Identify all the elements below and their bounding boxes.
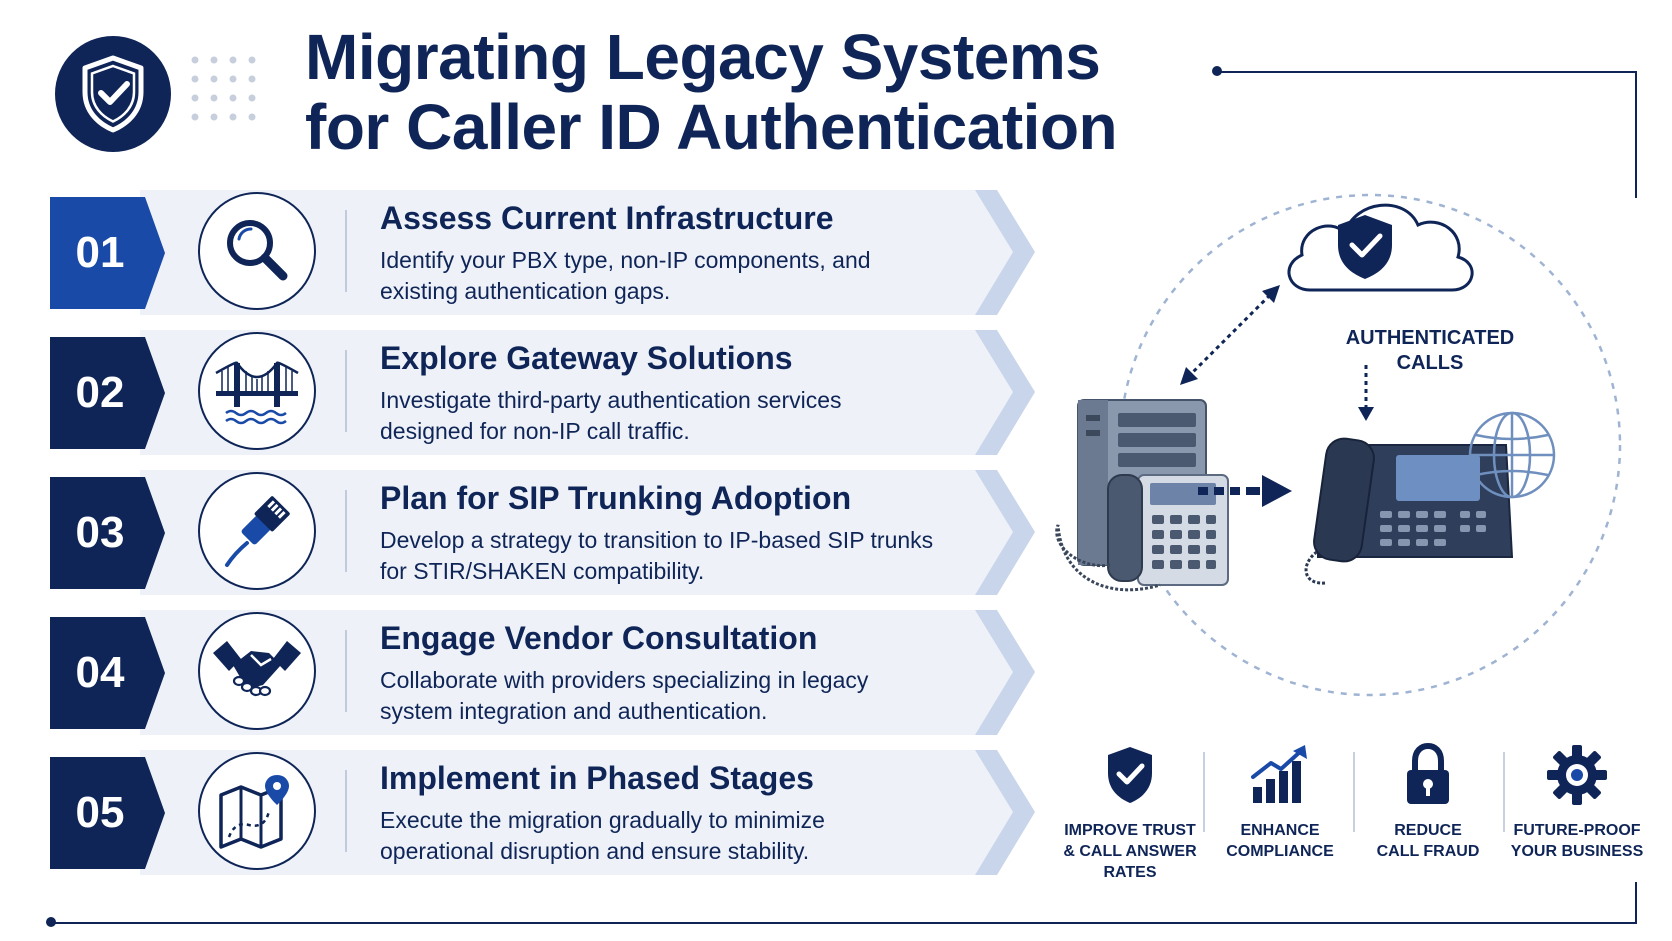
dot-grid-decoration bbox=[191, 56, 256, 121]
step-heading: Plan for SIP Trunking Adoption bbox=[380, 480, 852, 516]
gear-icon bbox=[1547, 745, 1607, 805]
sync-arrow-icon bbox=[1180, 285, 1280, 385]
arrow-down-icon bbox=[1358, 365, 1374, 421]
step-icon-circle bbox=[198, 612, 316, 730]
divider bbox=[345, 770, 347, 852]
authenticated-calls-label: AUTHENTICATED CALLS bbox=[1340, 326, 1520, 376]
step-5: 05 Implement in Phased Stages Execute th… bbox=[50, 750, 1050, 875]
step-heading: Engage Vendor Consultation bbox=[380, 620, 818, 656]
step-banner bbox=[140, 610, 1030, 735]
globe-icon bbox=[1468, 411, 1556, 499]
step-description: Collaborate with providers specializing … bbox=[380, 667, 869, 724]
label-line-1: AUTHENTICATED bbox=[1345, 327, 1515, 349]
step-description: Develop a strategy to transition to IP-b… bbox=[380, 527, 934, 584]
shield-check-icon bbox=[1338, 215, 1392, 279]
chevron-right-icon bbox=[975, 330, 1035, 455]
title-line-1: Migrating Legacy Systems bbox=[305, 21, 1101, 93]
step-number-badge bbox=[50, 617, 165, 729]
step-description: Identify your PBX type, non-IP component… bbox=[380, 247, 871, 304]
step-icon-circle bbox=[198, 192, 316, 310]
divider bbox=[1203, 752, 1205, 832]
frame-line-bottom bbox=[50, 922, 1637, 924]
benefit-line: IMPROVE TRUST bbox=[1064, 822, 1196, 839]
step-heading: Implement in Phased Stages bbox=[380, 760, 814, 796]
chevron-right-icon bbox=[975, 190, 1035, 315]
benefit-line: CALL FRAUD bbox=[1376, 843, 1480, 860]
frame-line-right-bottom bbox=[1635, 882, 1637, 924]
divider bbox=[345, 490, 347, 572]
step-icon-circle bbox=[198, 752, 316, 870]
label-line-2: CALLS bbox=[1396, 352, 1464, 374]
benefit-future-proof: FUTURE-PROOF YOUR BUSINESS bbox=[1502, 740, 1652, 862]
frame-line-top bbox=[1217, 71, 1637, 73]
step-banner bbox=[140, 330, 1030, 455]
benefit-reduce-fraud: REDUCE CALL FRAUD bbox=[1354, 740, 1502, 862]
magnifier-icon bbox=[227, 220, 288, 281]
shield-check-icon bbox=[1108, 747, 1152, 803]
divider bbox=[345, 350, 347, 432]
benefit-line: & CALL ANSWER bbox=[1063, 843, 1197, 860]
step-number-badge bbox=[50, 757, 165, 869]
divider bbox=[1503, 752, 1505, 832]
step-heading: Assess Current Infrastructure bbox=[380, 200, 834, 236]
shield-logo bbox=[55, 36, 171, 152]
divider bbox=[1353, 752, 1355, 832]
benefit-line: FUTURE-PROOF bbox=[1513, 822, 1641, 839]
step-number: 01 bbox=[75, 228, 125, 277]
step-2: 02 Explore Gateway Solutions Investigate… bbox=[50, 330, 1050, 455]
map-pin-icon bbox=[219, 775, 289, 849]
arrow-right-icon bbox=[1198, 475, 1292, 507]
chevron-right-icon bbox=[975, 610, 1035, 735]
page-title: Migrating Legacy Systems for Caller ID A… bbox=[305, 21, 1118, 163]
benefit-line: ENHANCE bbox=[1240, 822, 1320, 839]
benefit-line: COMPLIANCE bbox=[1226, 843, 1334, 860]
benefit-line: RATES bbox=[1103, 864, 1157, 881]
step-number-badge bbox=[50, 337, 165, 449]
step-icon-circle bbox=[198, 332, 316, 450]
step-banner bbox=[140, 750, 1030, 875]
chevron-right-icon bbox=[975, 470, 1035, 595]
divider bbox=[345, 210, 347, 292]
benefit-enhance-compliance: ENHANCE COMPLIANCE bbox=[1206, 740, 1354, 862]
step-3: 03 Plan for SIP Trunking Adoption Develo… bbox=[50, 470, 1050, 595]
step-description: Investigate third-party authentication s… bbox=[380, 387, 842, 444]
padlock-icon bbox=[1407, 743, 1449, 804]
chevron-right-icon bbox=[975, 750, 1035, 875]
step-4: 04 Engage Vendor Consultation Collaborat… bbox=[50, 610, 1050, 735]
handshake-icon bbox=[213, 641, 301, 697]
migration-diagram bbox=[1055, 193, 1622, 697]
frame-line-right bbox=[1635, 71, 1637, 198]
shield-check-icon bbox=[82, 55, 144, 133]
step-number: 04 bbox=[75, 648, 125, 697]
step-banner bbox=[140, 470, 1030, 595]
benefit-line: YOUR BUSINESS bbox=[1510, 843, 1644, 860]
benefit-line: REDUCE bbox=[1394, 822, 1462, 839]
title-line-2: for Caller ID Authentication bbox=[305, 91, 1118, 163]
step-number: 05 bbox=[75, 788, 125, 837]
step-1: 01 Assess Current Infrastructure Identif… bbox=[50, 190, 1050, 315]
bar-chart-icon bbox=[1251, 745, 1307, 803]
step-icon-circle bbox=[198, 472, 316, 590]
step-heading: Explore Gateway Solutions bbox=[380, 340, 793, 376]
step-number-badge bbox=[50, 197, 165, 309]
step-number-badge bbox=[50, 477, 165, 589]
divider bbox=[345, 630, 347, 712]
step-number: 03 bbox=[75, 508, 125, 557]
step-banner bbox=[140, 190, 1030, 315]
bridge-icon bbox=[215, 361, 299, 425]
ip-phone-icon bbox=[1304, 437, 1514, 585]
network-cable-icon bbox=[225, 496, 290, 567]
benefit-improve-trust: IMPROVE TRUST & CALL ANSWER RATES bbox=[1056, 740, 1204, 883]
legacy-pbx-icon bbox=[1055, 399, 1229, 592]
step-number: 02 bbox=[75, 368, 125, 417]
step-description: Execute the migration gradually to minim… bbox=[380, 807, 825, 864]
